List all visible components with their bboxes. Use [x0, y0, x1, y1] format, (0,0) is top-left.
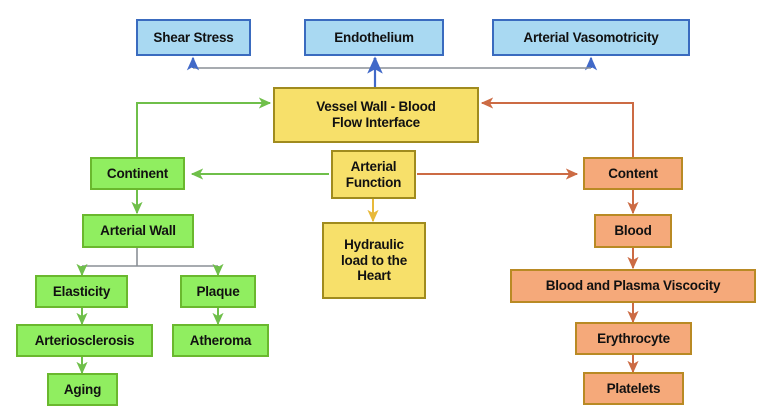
edge-arterialwall-to-children — [76, 248, 224, 277]
node-arterial-function[interactable]: Arterial Function — [331, 150, 416, 199]
node-aging[interactable]: Aging — [47, 373, 118, 406]
node-continent[interactable]: Continent — [90, 157, 185, 190]
node-vessel-wall-blood-flow-interface[interactable]: Vessel Wall - Blood Flow Interface — [273, 87, 479, 143]
node-plaque[interactable]: Plaque — [180, 275, 256, 308]
node-blood-and-plasma-viscocity[interactable]: Blood and Plasma Viscocity — [510, 269, 756, 303]
node-endothelium[interactable]: Endothelium — [304, 19, 444, 56]
node-atheroma[interactable]: Atheroma — [172, 324, 269, 357]
node-elasticity[interactable]: Elasticity — [35, 275, 128, 308]
node-arterial-vasomotricity[interactable]: Arterial Vasomotricity — [492, 19, 690, 56]
node-shear-stress[interactable]: Shear Stress — [136, 19, 251, 56]
node-blood[interactable]: Blood — [594, 214, 672, 248]
edge-vesselwall-to-top-row — [186, 56, 598, 88]
node-platelets[interactable]: Platelets — [583, 372, 684, 405]
node-content[interactable]: Content — [583, 157, 683, 190]
edge-continent-to-vesselwall — [136, 97, 272, 157]
edge-content-to-vesselwall — [480, 97, 634, 157]
node-hydraulic-load-to-the-heart[interactable]: Hydraulic load to the Heart — [322, 222, 426, 299]
node-arteriosclerosis[interactable]: Arteriosclerosis — [16, 324, 153, 357]
node-erythrocyte[interactable]: Erythrocyte — [575, 322, 692, 355]
node-arterial-wall[interactable]: Arterial Wall — [82, 214, 194, 248]
